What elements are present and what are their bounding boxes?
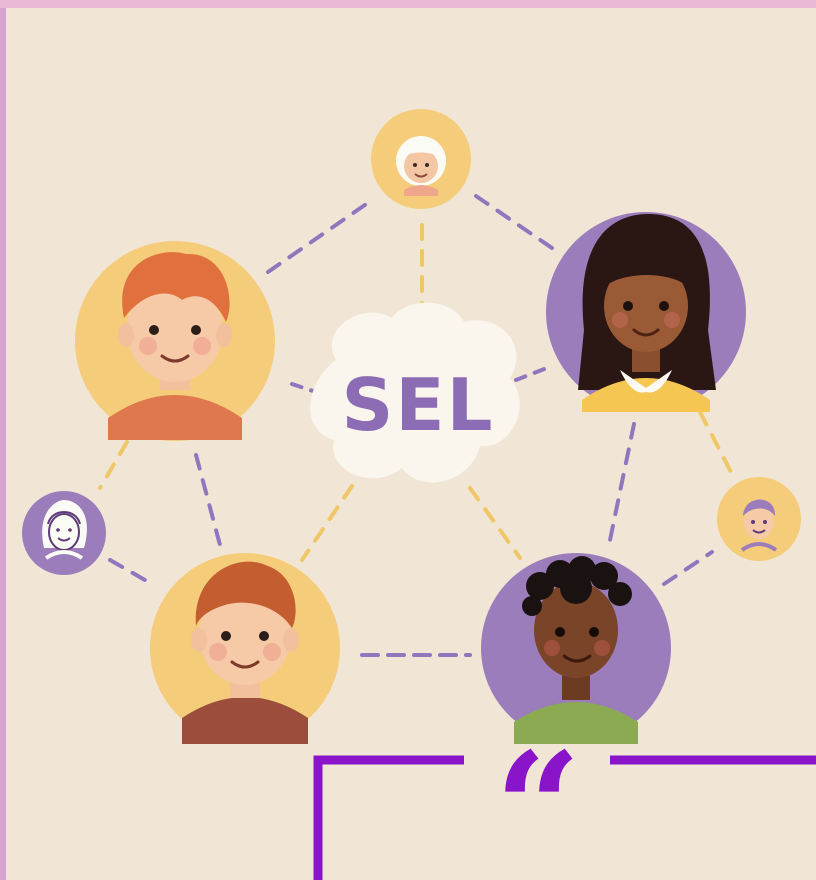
connector-line bbox=[514, 364, 554, 382]
connector-line bbox=[608, 422, 636, 542]
connector-line bbox=[698, 410, 734, 476]
connector-line bbox=[194, 453, 222, 547]
child-avatar-small-left bbox=[22, 491, 106, 575]
connector-line bbox=[468, 486, 522, 560]
connector-line bbox=[474, 194, 554, 250]
connector-line bbox=[300, 484, 354, 562]
child-avatar-left bbox=[75, 241, 275, 441]
child-avatar-right bbox=[546, 212, 746, 412]
sel-label: SEL bbox=[342, 363, 495, 447]
connector-line bbox=[662, 550, 714, 586]
connector-line bbox=[98, 440, 129, 490]
connector-line bbox=[108, 558, 154, 586]
quote-icon: “ bbox=[495, 720, 581, 880]
left-border bbox=[0, 8, 6, 880]
child-avatar-bottom-left bbox=[150, 553, 340, 744]
connector-line bbox=[266, 198, 374, 274]
sel-cloud-icon bbox=[310, 302, 520, 483]
child-avatar-bottom-right bbox=[481, 553, 671, 744]
child-avatar-top bbox=[371, 109, 471, 209]
connector-lines bbox=[98, 194, 734, 657]
child-avatar-small-right bbox=[717, 477, 801, 561]
top-border bbox=[0, 0, 816, 8]
quote-box bbox=[313, 755, 816, 880]
